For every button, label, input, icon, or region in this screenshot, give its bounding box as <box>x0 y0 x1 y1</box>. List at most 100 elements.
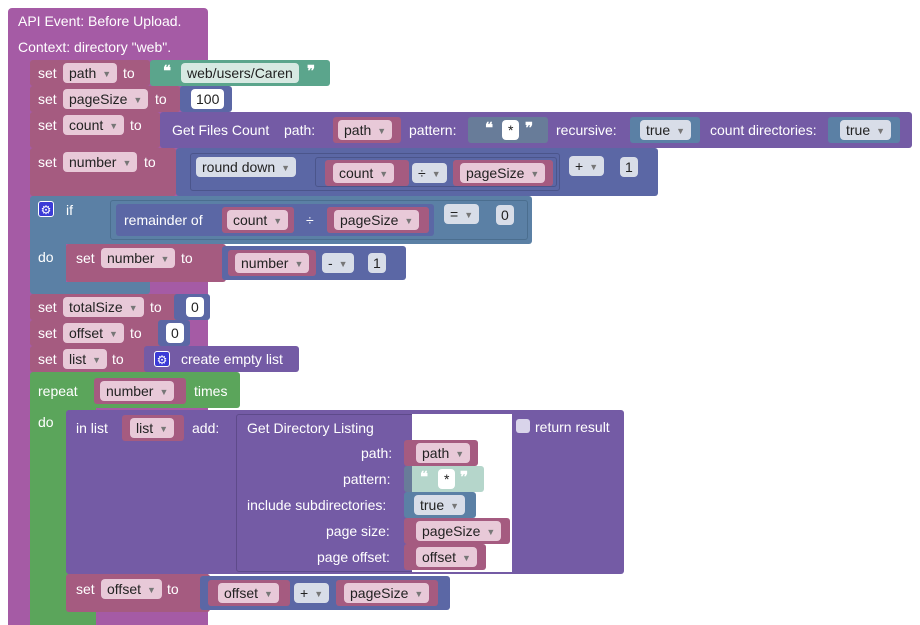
bool-dropdown-recursive[interactable]: true▼ <box>640 120 692 140</box>
path-param-label: path: <box>361 445 393 461</box>
var-offset-dropdown[interactable]: offset▼ <box>63 323 124 343</box>
quote-open-icon: ❝ <box>420 469 429 486</box>
var-label: count <box>69 117 104 133</box>
text-field-path[interactable]: web/users/Caren <box>181 63 299 83</box>
eq-op-dropdown[interactable]: =▼ <box>444 204 480 224</box>
var-pagesize-dropdown[interactable]: pageSize▼ <box>460 163 546 183</box>
var-pagesize-dropdown[interactable]: pageSize▼ <box>334 210 420 230</box>
path-param-label: path: <box>284 122 316 138</box>
text-field-pattern[interactable]: * <box>502 120 520 140</box>
gear-icon[interactable]: ⚙ <box>38 201 54 217</box>
var-list-dropdown[interactable]: list▼ <box>63 349 108 369</box>
to-keyword: to <box>130 117 142 133</box>
bool-label: true <box>420 497 445 513</box>
var-path-dropdown[interactable]: path▼ <box>416 443 471 463</box>
var-count-dropdown[interactable]: count▼ <box>333 163 395 183</box>
to-keyword: to <box>181 250 193 266</box>
in-list-keyword: in list <box>76 420 108 436</box>
var-label: number <box>241 255 289 271</box>
var-label: path <box>344 122 372 138</box>
var-pagesize-dropdown[interactable]: pageSize▼ <box>63 89 149 109</box>
divide-op-dropdown[interactable]: ÷▼ <box>412 163 447 183</box>
quote-close-icon: ❞ <box>525 120 534 137</box>
var-label: pageSize <box>69 91 128 107</box>
bool-dropdown-subdirs[interactable]: true▼ <box>414 495 466 515</box>
plus-op-dropdown[interactable]: +▼ <box>294 583 330 603</box>
set-keyword: set <box>76 250 95 266</box>
var-totalsize-dropdown[interactable]: totalSize▼ <box>63 297 144 317</box>
set-keyword: set <box>38 91 57 107</box>
get-dir-listing-label: Get Directory Listing <box>247 420 374 436</box>
return-result-checkbox[interactable] <box>516 419 530 433</box>
var-number-dropdown[interactable]: number▼ <box>100 381 175 401</box>
create-list-label: create empty list <box>181 351 283 367</box>
op-label: + <box>575 158 584 174</box>
var-offset-dropdown[interactable]: offset▼ <box>218 583 279 603</box>
set-keyword: set <box>38 325 57 341</box>
plus-op-dropdown[interactable]: +▼ <box>569 156 605 176</box>
var-label: count <box>233 212 268 228</box>
quote-open-icon: ❝ <box>163 63 172 80</box>
op-label: ÷ <box>418 165 426 181</box>
var-count-dropdown[interactable]: count▼ <box>63 115 125 135</box>
var-label: path <box>69 65 97 81</box>
var-label: offset <box>422 549 456 565</box>
var-label: pageSize <box>340 212 399 228</box>
quote-close-icon: ❞ <box>460 469 469 486</box>
var-label: pageSize <box>350 585 409 601</box>
var-label: pageSize <box>422 523 481 539</box>
pageoffset-param-label: page offset: <box>317 549 390 565</box>
var-count-dropdown[interactable]: count▼ <box>227 210 289 230</box>
var-path-dropdown[interactable]: path▼ <box>63 63 118 83</box>
var-label: path <box>422 445 450 461</box>
number-field[interactable]: 0 <box>166 323 184 343</box>
to-keyword: to <box>144 154 156 170</box>
bool-dropdown-countdirs[interactable]: true▼ <box>840 120 892 140</box>
number-field[interactable]: 0 <box>496 205 514 225</box>
set-keyword: set <box>38 117 57 133</box>
var-number-dropdown[interactable]: number▼ <box>101 248 176 268</box>
get-files-count-label: Get Files Count <box>172 122 270 138</box>
divide-label: ÷ <box>306 212 314 228</box>
var-path-dropdown[interactable]: path▼ <box>338 120 393 140</box>
var-label: offset <box>107 581 141 597</box>
var-offset-dropdown[interactable]: offset▼ <box>101 579 162 599</box>
var-label: totalSize <box>69 299 123 315</box>
number-field[interactable]: 100 <box>191 89 225 109</box>
var-pagesize-dropdown[interactable]: pageSize▼ <box>416 521 502 541</box>
pattern-param-label: pattern: <box>409 122 457 138</box>
number-field[interactable]: 0 <box>186 297 204 317</box>
pattern-param-label: pattern: <box>343 471 391 487</box>
get-files-count-block[interactable] <box>160 112 912 148</box>
var-offset-dropdown[interactable]: offset▼ <box>416 547 477 567</box>
var-pagesize-dropdown[interactable]: pageSize▼ <box>344 583 430 603</box>
subdirs-param-label: include subdirectories: <box>247 497 387 513</box>
op-label: + <box>300 585 309 601</box>
bool-label: true <box>646 122 671 138</box>
minus-op-dropdown[interactable]: -▼ <box>322 253 354 273</box>
gear-icon[interactable]: ⚙ <box>154 351 170 367</box>
var-number-dropdown[interactable]: number▼ <box>63 152 138 172</box>
round-dropdown[interactable]: round down▼ <box>196 157 297 177</box>
text-field-pattern[interactable]: * <box>438 469 456 489</box>
return-result-label: return result <box>535 419 610 435</box>
var-label: pageSize <box>466 165 525 181</box>
bool-label: true <box>846 122 871 138</box>
var-list-dropdown[interactable]: list▼ <box>130 418 175 438</box>
quote-open-icon: ❝ <box>485 120 494 137</box>
var-label: number <box>69 154 117 170</box>
number-field[interactable]: 1 <box>368 253 386 273</box>
number-field[interactable]: 1 <box>620 157 638 177</box>
var-number-dropdown[interactable]: number▼ <box>235 253 310 273</box>
op-label: - <box>328 255 333 271</box>
var-label: offset <box>224 585 258 601</box>
to-keyword: to <box>167 581 179 597</box>
to-keyword: to <box>123 65 135 81</box>
to-keyword: to <box>155 91 167 107</box>
var-label: number <box>107 250 155 266</box>
var-label: list <box>69 351 87 367</box>
remainder-label: remainder of <box>124 212 203 228</box>
to-keyword: to <box>150 299 162 315</box>
event-context: Context: directory "web". <box>18 39 172 55</box>
to-keyword: to <box>130 325 142 341</box>
